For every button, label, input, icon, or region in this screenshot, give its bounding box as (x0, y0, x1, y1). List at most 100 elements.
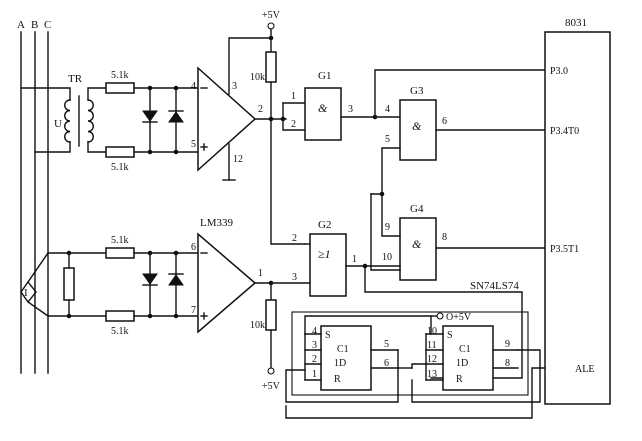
phase-bus: A B C (17, 19, 51, 374)
phase-b-label: B (31, 19, 38, 31)
ff1-label-c1: C1 (337, 344, 349, 355)
phase-c-label: C (44, 19, 51, 31)
ff1-pin-2: 2 (312, 354, 317, 365)
diode-bottom-1-icon (142, 273, 158, 285)
wire-g4-in9 (370, 193, 401, 237)
wire-ff2-to-mcu (411, 349, 541, 403)
diode-top-2-icon (168, 111, 184, 123)
comp-bottom-pin-7: 7 (191, 305, 196, 316)
ff-supply-terminal (436, 312, 444, 320)
sensor-top-lead (27, 252, 107, 283)
wire-ale (285, 367, 546, 419)
resistor-top-lower-label: 5.1k (111, 162, 129, 173)
comp-bottom-pin-6: 6 (191, 242, 196, 253)
gate-g3-pin-6: 6 (442, 116, 447, 127)
resistor-top-upper (105, 82, 135, 94)
comparator-top-body (197, 66, 257, 172)
ff1-pin-3: 3 (312, 340, 317, 351)
comp-bottom-pin-1: 1 (258, 268, 263, 279)
gate-g3-pin-4: 4 (385, 104, 390, 115)
gate-g1-pin-1: 1 (291, 91, 296, 102)
mcu-body (544, 31, 611, 405)
gate-g3-name: G3 (410, 85, 424, 97)
gate-g4-symbol: & (412, 237, 422, 251)
pullup-top-label: 10k (250, 72, 265, 83)
ff1-label-s: S (325, 330, 331, 341)
gate-g1-symbol: & (318, 101, 328, 115)
wire-g3-in5 (381, 147, 401, 195)
comp-top-pin-12: 12 (233, 154, 243, 165)
ff2-pin-12: 12 (427, 354, 437, 365)
gate-g2-pin-2: 2 (292, 233, 297, 244)
ff2-label-r: R (456, 374, 463, 385)
ff1-pin-5: 5 (384, 339, 389, 350)
pullup-resistor-top (265, 51, 277, 83)
ff2-label-1d: 1D (456, 358, 468, 369)
gate-g3-pin-5: 5 (385, 134, 390, 145)
comp-top-pin-3: 3 (232, 81, 237, 92)
flipflop-2: S C1 1D R 10 11 12 13 9 8 (425, 325, 519, 391)
supply-bottom-label: +5V (262, 381, 281, 392)
comp-top-pin-4: 4 (191, 81, 196, 92)
resistor-bottom-lower (105, 310, 135, 322)
comparator-top: 4 5 3 2 12 (191, 37, 272, 181)
current-sensor-label: I (24, 287, 28, 299)
comp-top-supply-wire (228, 37, 272, 95)
ff-supply-wire (304, 315, 432, 335)
gate-g2-symbol: ≥1 (318, 247, 331, 261)
current-sensor-coil (20, 280, 37, 304)
ff1-pin-4: 4 (312, 326, 317, 337)
gate-g4-body (399, 217, 437, 281)
ff2-pin-9: 9 (505, 339, 510, 350)
tr-primary-bottom-lead (34, 141, 71, 153)
resistor-top-upper-label: 5.1k (111, 70, 129, 81)
tr-secondary-coil (87, 99, 94, 143)
gate-g1: G1 & 1 2 3 (291, 70, 353, 141)
resistor-bottom-upper-label: 5.1k (111, 235, 129, 246)
mcu-ale-label: ALE (575, 364, 594, 375)
gate-g3-symbol: & (412, 119, 422, 133)
gate-g2-pin-1: 1 (352, 254, 357, 265)
transformer-label: TR (68, 73, 83, 85)
gate-g1-pin-2: 2 (291, 119, 296, 130)
ff-supply-label: O+5V (446, 312, 472, 323)
wire-g4-in10 (370, 193, 401, 271)
gate-g4-pin-9: 9 (385, 222, 390, 233)
gate-g4-pin-8: 8 (442, 232, 447, 243)
gate-g2: G2 ≥1 2 3 1 (292, 219, 357, 297)
flipflop-2-body (442, 325, 494, 391)
tr-sec-top-lead (87, 87, 107, 101)
pullup-bottom-label: 10k (250, 320, 265, 331)
sensor-bottom-lead (27, 301, 107, 317)
mcu-port-p3-5: P3.5T1 (550, 244, 579, 255)
ff2-pin-8: 8 (505, 358, 510, 369)
comparator-bottom-body (197, 232, 257, 334)
mcu-8031: 8031 P3.0 P3.4T0 P3.5T1 ALE (544, 17, 611, 405)
wire-to-g2-pin2 (270, 118, 306, 245)
gate-g2-body (309, 233, 347, 297)
comp-top-pin-5: 5 (191, 139, 196, 150)
comp-top-pin-2: 2 (258, 104, 263, 115)
tr-sec-bottom-lead (87, 141, 107, 153)
comparator-bottom: LM339 6 7 1 (191, 217, 263, 334)
tr-primary-coil (64, 99, 71, 143)
gate-g1-name: G1 (318, 70, 331, 82)
mcu-port-p3-0: P3.0 (550, 66, 568, 77)
transformer-winding-label: U (54, 118, 62, 130)
supply-top-terminal (267, 22, 275, 30)
diode-bottom-2-icon (168, 274, 184, 286)
ff1-pin-6: 6 (384, 358, 389, 369)
tr-primary-top-lead (20, 87, 71, 101)
mcu-name: 8031 (565, 17, 587, 29)
ff2-pin-10: 10 (427, 326, 437, 337)
resistor-bottom-upper (105, 247, 135, 259)
ff2-label-s: S (447, 330, 453, 341)
flipflop-name: SN74LS74 (470, 280, 519, 292)
wire-to-p3-0 (374, 69, 546, 118)
mcu-port-p3-4: P3.4T0 (550, 126, 579, 137)
comparator-bottom-name: LM339 (200, 217, 234, 229)
pullup-resistor-bottom (265, 299, 277, 331)
diode-top-1-icon (142, 110, 158, 122)
supply-bottom-terminal (267, 367, 275, 375)
